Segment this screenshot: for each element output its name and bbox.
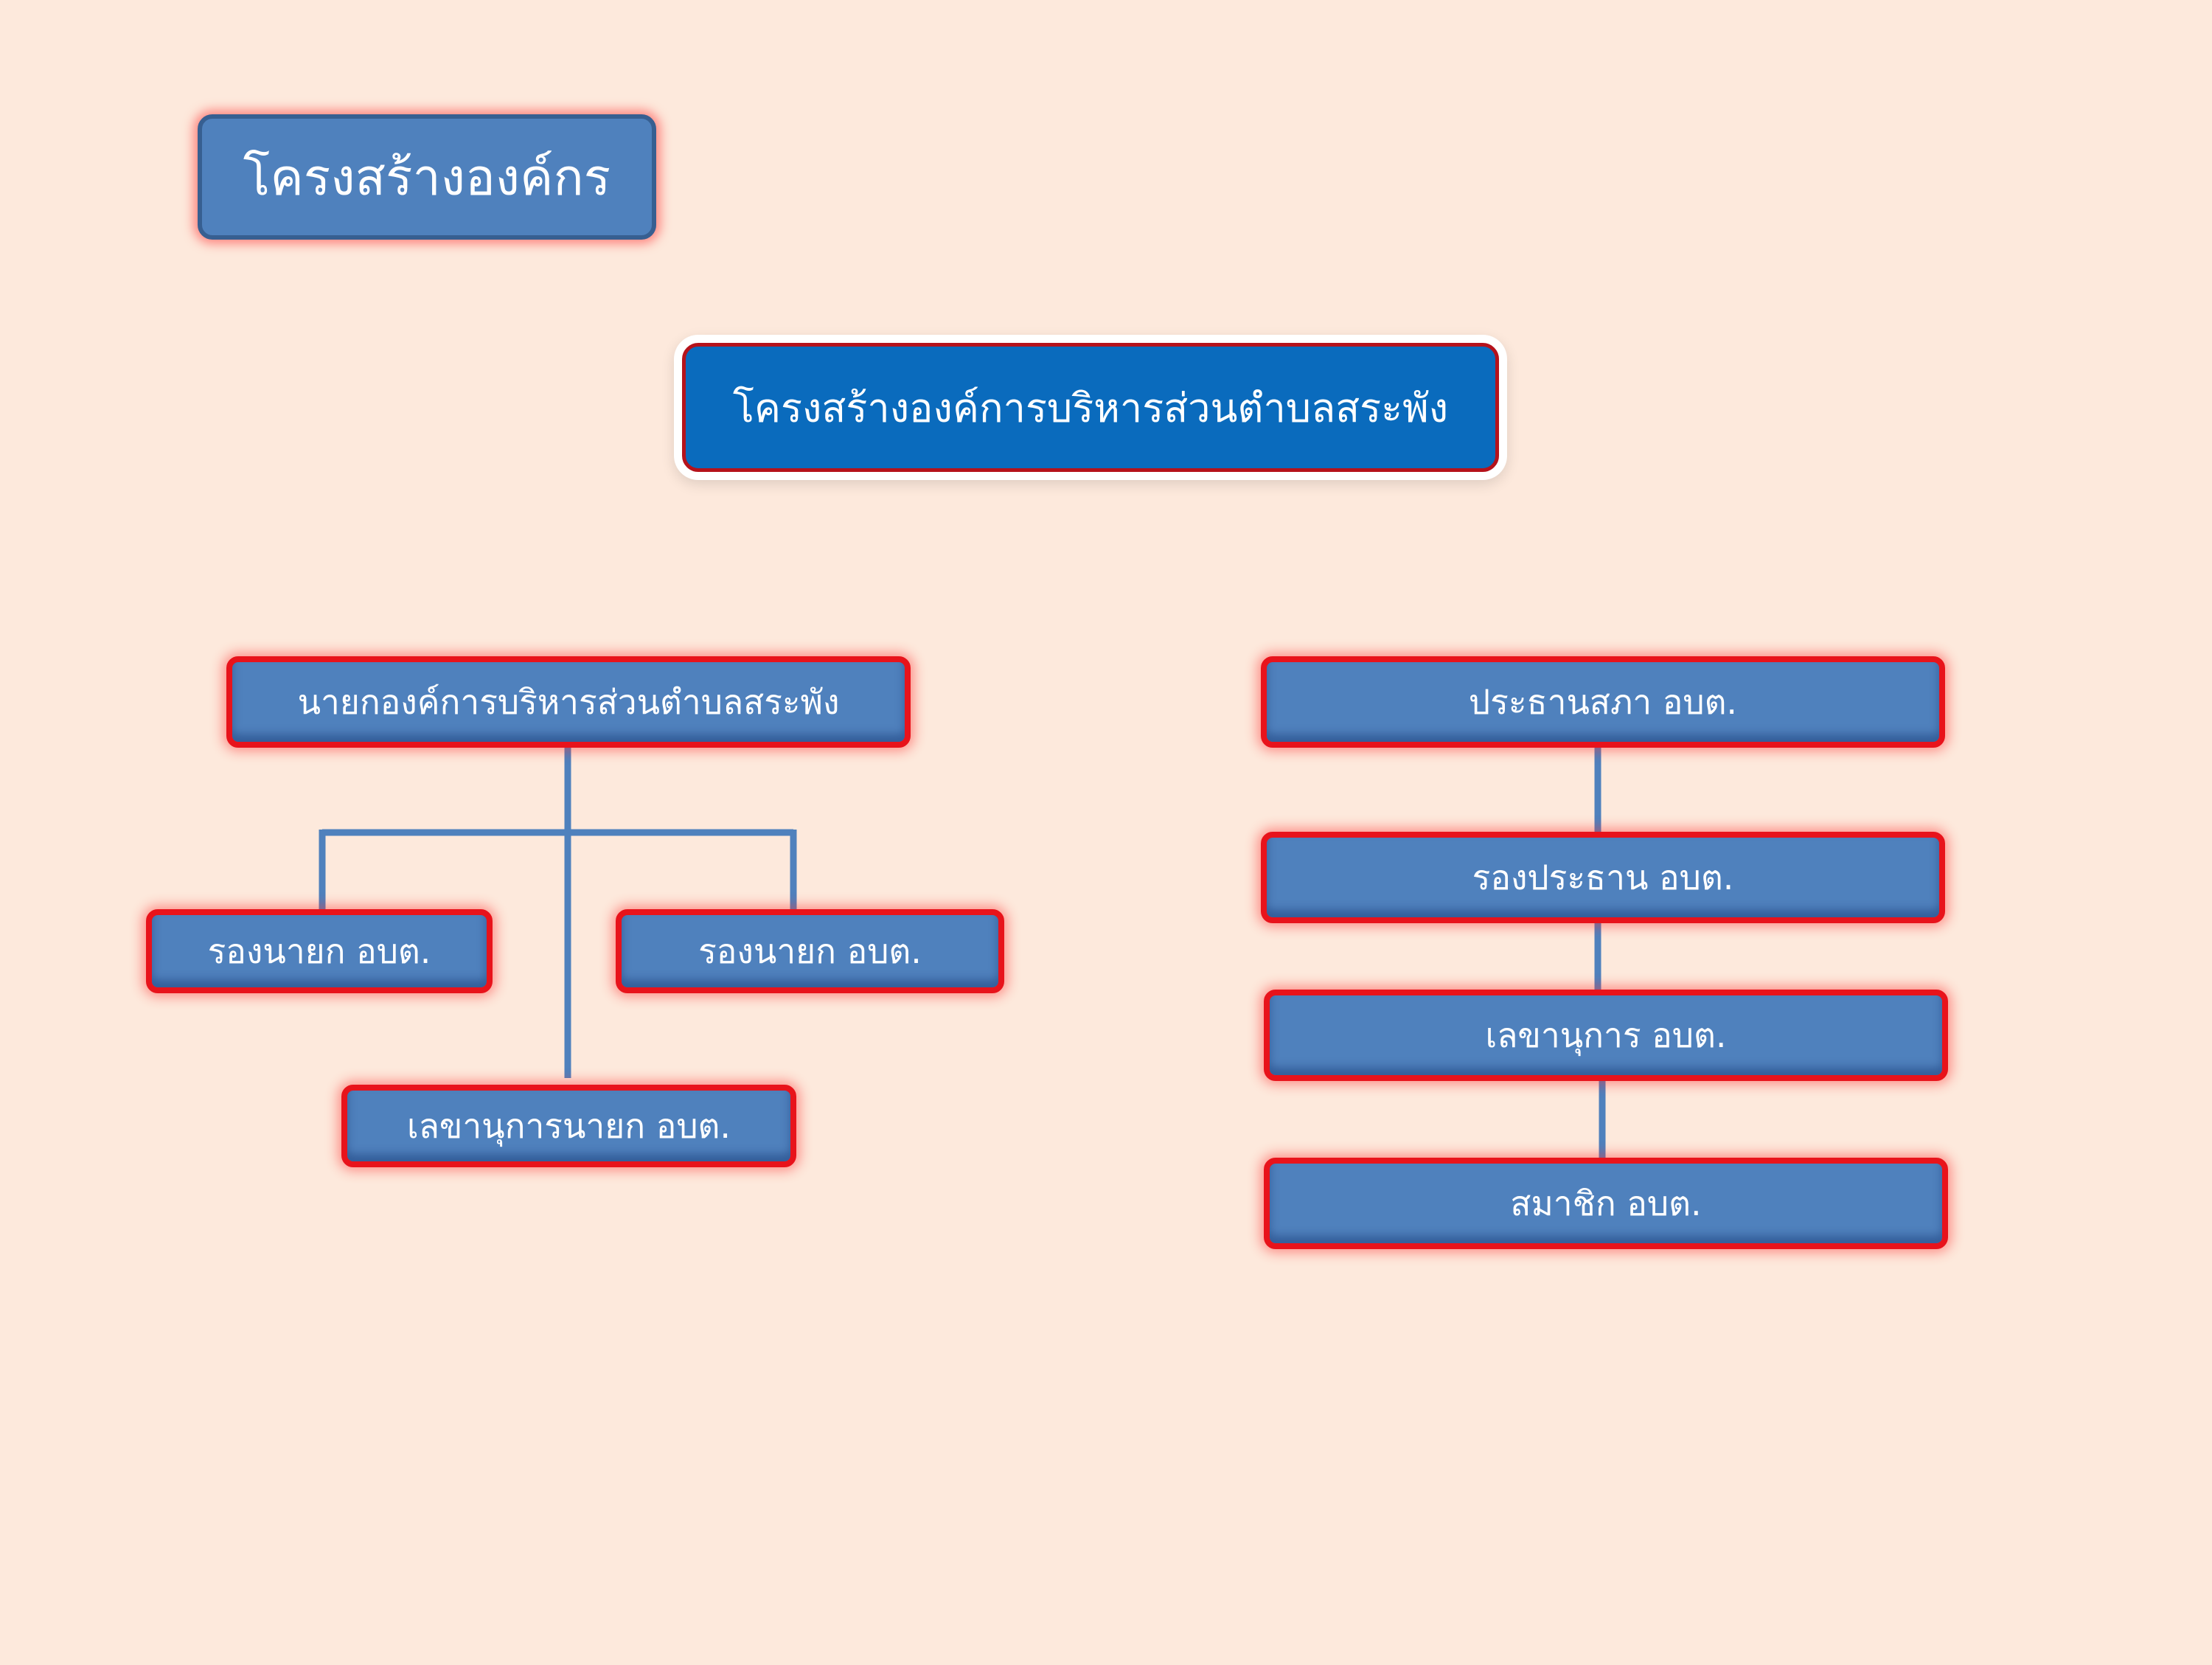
page-title-text: โครงสร้างองค์กร <box>243 149 611 207</box>
council-member-box: สมาชิก อบต. <box>1264 1158 1948 1249</box>
council-chair-box: ประธานสภา อบต. <box>1261 656 1945 748</box>
council-chair-label: ประธานสภา อบต. <box>1468 681 1738 722</box>
mayor-secretary-label: เลขานุการนายก อบต. <box>406 1105 731 1146</box>
council-secretary-label: เลขานุการ อบต. <box>1485 1015 1727 1055</box>
mayor-label: นายกองค์การบริหารส่วนตำบลสระพัง <box>297 681 840 722</box>
deputy-mayor-right-box: รองนายก อบต. <box>616 909 1004 993</box>
deputy-mayor-left-box: รองนายก อบต. <box>146 909 493 993</box>
council-secretary-box: เลขานุการ อบต. <box>1264 990 1948 1081</box>
deputy-mayor-left-label: รองนายก อบต. <box>207 931 431 971</box>
council-vice-chair-label: รองประธาน อบต. <box>1472 857 1734 897</box>
council-member-label: สมาชิก อบต. <box>1510 1183 1702 1223</box>
mayor-box: นายกองค์การบริหารส่วนตำบลสระพัง <box>226 656 911 748</box>
council-vice-chair-box: รองประธาน อบต. <box>1261 832 1945 923</box>
page-title: โครงสร้างองค์กร <box>198 114 656 240</box>
main-title: โครงสร้างองค์การบริหารส่วนตำบลสระพัง <box>682 343 1499 472</box>
main-title-text: โครงสร้างองค์การบริหารส่วนตำบลสระพัง <box>732 384 1449 431</box>
deputy-mayor-right-label: รองนายก อบต. <box>698 931 922 971</box>
mayor-secretary-box: เลขานุการนายก อบต. <box>341 1085 796 1167</box>
